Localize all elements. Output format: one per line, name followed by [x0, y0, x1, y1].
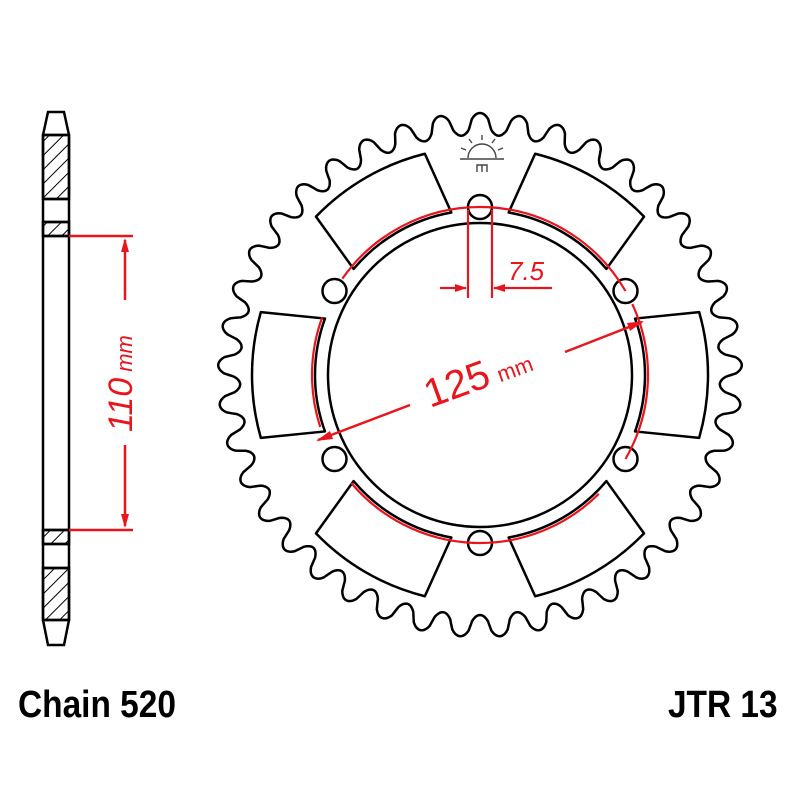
slot: [250, 310, 327, 440]
chain-size-label: Chain 520: [18, 684, 176, 726]
slot: [633, 310, 710, 440]
bolt-hole: [321, 277, 348, 305]
slot: [507, 152, 646, 271]
pcd-dimension: [316, 320, 644, 442]
slot: [507, 479, 646, 598]
center-bore-dimension: [69, 234, 133, 532]
part-number-label: JTR 13: [668, 684, 778, 726]
side-profile: [41, 110, 71, 647]
slot: [314, 152, 453, 271]
bolt-hole-dimension: [440, 210, 552, 298]
bolt-hole: [612, 277, 639, 305]
bolt-hole: [612, 445, 639, 473]
sprocket-teeth-outline: [216, 111, 744, 638]
slot: [314, 479, 453, 598]
bolt-hole: [321, 445, 348, 473]
bolt-hole-value: 7.5: [508, 256, 545, 286]
pcd-value: 125mm: [418, 337, 538, 416]
center-bore-value: 110mm: [102, 335, 140, 432]
sun-logo-icon: [460, 135, 504, 172]
center-bore-circle: [326, 221, 634, 529]
lightening-slots: [250, 152, 710, 598]
